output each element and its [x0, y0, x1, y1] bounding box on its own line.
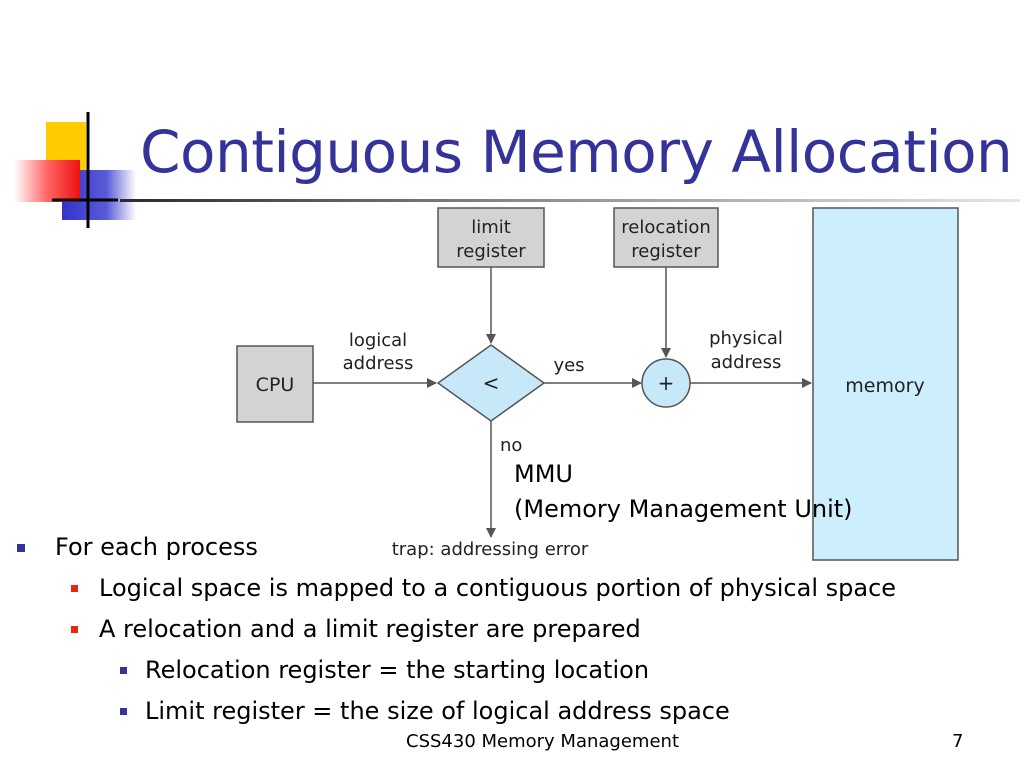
bullet-marker — [120, 708, 127, 715]
trap-label: trap: addressing error — [392, 539, 589, 560]
physical-address-label-line1: physical — [709, 328, 783, 349]
adder-symbol: + — [658, 371, 675, 395]
slide-title: Contiguous Memory Allocation — [140, 118, 1013, 186]
mmu-label: MMU (Memory Management Unit) — [514, 457, 853, 527]
relocation-register-box — [613, 207, 719, 268]
relocation-register-label-line1: relocation — [621, 217, 711, 238]
cpu-label: CPU — [256, 374, 295, 396]
title-underline — [120, 199, 1020, 202]
logo-red-square — [14, 160, 80, 202]
physical-address-label-line2: address — [711, 352, 782, 373]
memory-block — [812, 207, 959, 561]
limit-register-label-line2: register — [456, 241, 526, 262]
bullet-item: Relocation register = the starting locat… — [120, 655, 650, 685]
bullet-text: Limit register = the size of logical add… — [145, 697, 730, 725]
bullet-text: Relocation register = the starting locat… — [145, 656, 650, 684]
cpu-box — [236, 345, 314, 423]
bullet-item: A relocation and a limit register are pr… — [71, 614, 641, 644]
bullet-text: Logical space is mapped to a contiguous … — [99, 574, 897, 602]
yes-label: yes — [553, 355, 584, 376]
decorative-logo — [14, 112, 136, 228]
logical-address-label-line1: logical — [349, 330, 407, 351]
bullet-marker — [17, 544, 25, 552]
bullet-text: For each process — [55, 533, 258, 561]
mmu-label-short: MMU — [514, 460, 573, 488]
bullet-marker — [71, 626, 78, 633]
bullet-marker — [71, 585, 78, 592]
bullet-marker — [120, 667, 127, 674]
bullet-item: Limit register = the size of logical add… — [120, 696, 730, 726]
memory-label: memory — [845, 375, 924, 397]
page-number: 7 — [952, 731, 964, 752]
relocation-register-label-line2: register — [631, 241, 701, 262]
limit-register-label-line1: limit — [471, 217, 511, 238]
no-label: no — [500, 435, 522, 456]
bullet-item: Logical space is mapped to a contiguous … — [71, 573, 897, 603]
slide-footer: CSS430 Memory Management — [406, 731, 679, 752]
logical-address-label-line2: address — [343, 353, 414, 374]
compare-symbol: < — [483, 371, 500, 395]
bullet-text: A relocation and a limit register are pr… — [99, 615, 641, 643]
bullet-item: For each process — [17, 532, 258, 562]
mmu-label-full: (Memory Management Unit) — [514, 495, 853, 523]
